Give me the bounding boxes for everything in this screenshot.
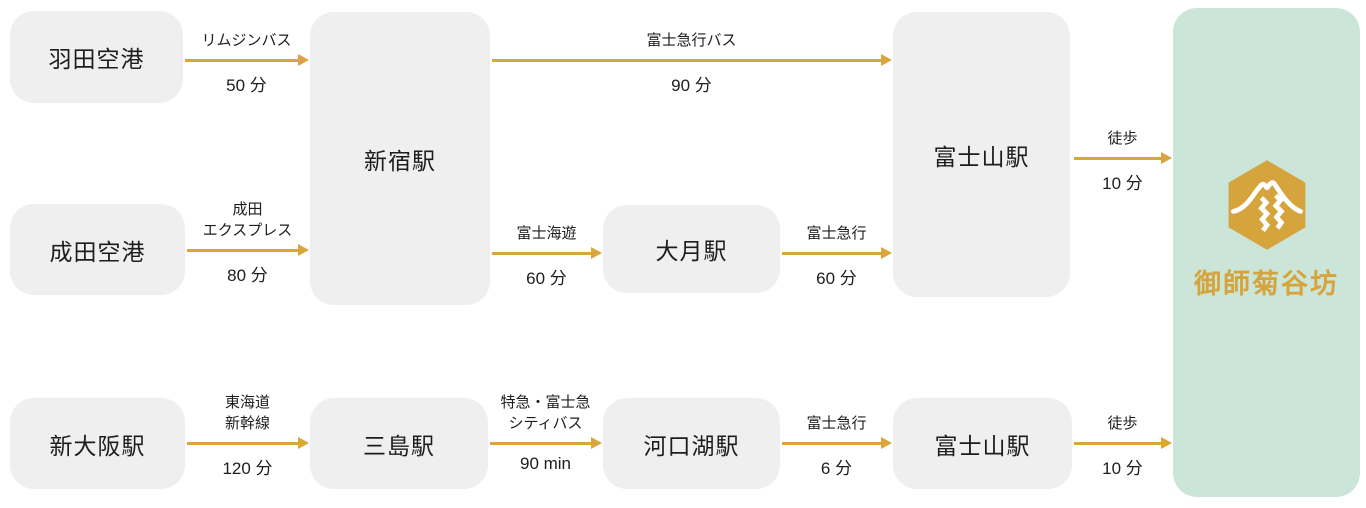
- edge-label: リムジンバス: [201, 32, 292, 49]
- edge-duration: 10 分: [1102, 459, 1143, 478]
- node-haneda-airport: 羽田空港: [10, 11, 183, 103]
- edge-duration: 10 分: [1102, 174, 1143, 193]
- edge-duration: 120 分: [222, 459, 273, 478]
- edge-label: 成田 エクスプレス: [202, 201, 293, 239]
- arrow-line: [185, 58, 300, 62]
- arrowhead-icon: [298, 244, 309, 256]
- arrow-line: [187, 248, 300, 252]
- edge-label: 徒歩: [1107, 415, 1138, 432]
- node-narita-airport: 成田空港: [10, 204, 185, 295]
- edge-label: 徒歩: [1107, 130, 1138, 147]
- edge-duration: 60 分: [816, 269, 857, 288]
- arrow-line: [1074, 156, 1163, 160]
- arrowhead-icon: [881, 54, 892, 66]
- node-label: 河口湖駅: [643, 432, 740, 459]
- node-label: 富士山駅: [934, 432, 1031, 459]
- edge-duration: 90 min: [519, 454, 572, 473]
- arrow-line: [492, 58, 883, 62]
- node-otsuki-station: 大月駅: [603, 205, 780, 293]
- node-mishima-station: 三島駅: [310, 398, 488, 489]
- arrow-line: [782, 441, 883, 445]
- arrow-line: [1074, 441, 1163, 445]
- destination-name: 御師菊谷坊: [1194, 269, 1339, 299]
- arrowhead-icon: [298, 437, 309, 449]
- node-shin-osaka-station: 新大阪駅: [10, 398, 185, 489]
- node-kawaguchiko-station: 河口湖駅: [603, 398, 780, 489]
- edge-duration: 6 分: [820, 459, 853, 478]
- edge-duration: 60 分: [526, 269, 567, 288]
- edge-label: 富士急行バス: [646, 32, 737, 49]
- node-fujisan-station-top: 富士山駅: [893, 12, 1070, 297]
- node-fujisan-station-bottom: 富士山駅: [893, 398, 1072, 489]
- arrowhead-icon: [298, 54, 309, 66]
- arrowhead-icon: [1161, 152, 1172, 164]
- edge-duration: 80 分: [227, 266, 268, 285]
- edge-label: 特急・富士急 シティバス: [500, 394, 591, 432]
- node-shinjuku-station: 新宿駅: [310, 12, 490, 305]
- edge-label: 東海道 新幹線: [224, 394, 270, 432]
- node-label: 成田空港: [49, 238, 146, 265]
- node-label: 羽田空港: [48, 46, 145, 72]
- destination-card: 御師菊谷坊: [1173, 8, 1360, 497]
- edge-duration: 90 分: [671, 76, 712, 95]
- arrowhead-icon: [591, 247, 602, 259]
- edge-label: 富士海遊: [516, 225, 577, 242]
- node-label: 新大阪駅: [49, 432, 146, 459]
- node-label: 三島駅: [363, 432, 435, 459]
- arrow-line: [490, 441, 593, 445]
- edge-label: 富士急行: [806, 415, 867, 432]
- node-label: 新宿駅: [364, 147, 436, 174]
- arrow-line: [492, 251, 593, 255]
- arrowhead-icon: [881, 437, 892, 449]
- arrow-line: [187, 441, 300, 445]
- edge-label: 富士急行: [806, 225, 867, 242]
- arrowhead-icon: [1161, 437, 1172, 449]
- node-label: 富士山駅: [933, 143, 1030, 170]
- mount-fuji-hexagon-icon: [1228, 160, 1305, 250]
- node-label: 大月駅: [655, 238, 728, 264]
- arrowhead-icon: [881, 247, 892, 259]
- arrowhead-icon: [591, 437, 602, 449]
- edge-duration: 50 分: [226, 76, 267, 95]
- destination-content: 御師菊谷坊: [1173, 160, 1360, 301]
- arrow-line: [782, 251, 883, 255]
